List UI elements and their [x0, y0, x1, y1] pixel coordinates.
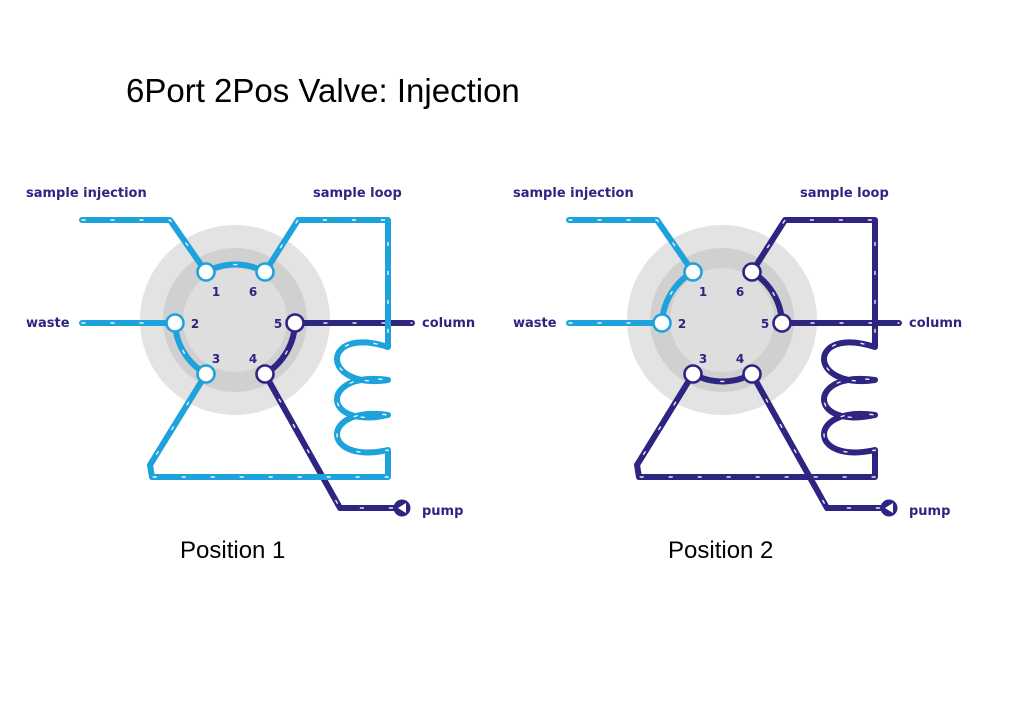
label-pump: pump — [909, 504, 950, 519]
port-4-circle — [742, 364, 762, 384]
sample-injection-line-flow — [81, 219, 207, 273]
port-4-number: 4 — [736, 352, 744, 366]
valve-channel-5-6-flow — [751, 271, 783, 324]
valve-channel-1-2-flow — [661, 271, 694, 324]
page-title: 6Port 2Pos Valve: Injection — [126, 72, 520, 109]
port-3-number: 3 — [699, 352, 707, 366]
pump-line — [749, 371, 884, 511]
label-sample-loop: sample loop — [800, 186, 889, 201]
port-1-circle — [196, 262, 216, 282]
port-5-circle — [285, 313, 305, 333]
port-3-number: 3 — [212, 352, 220, 366]
label-column: column — [422, 316, 475, 331]
position-1-caption: Position 1 — [180, 537, 286, 564]
label-column: column — [909, 316, 962, 331]
port-6-circle — [742, 262, 762, 282]
label-sample-injection: sample injection — [26, 186, 147, 201]
port-2-circle — [165, 313, 185, 333]
port-6-number: 6 — [249, 285, 257, 299]
valve-channel-3-4-flow — [692, 373, 753, 383]
port-4-number: 4 — [249, 352, 257, 366]
valve-diagram-svg-position-1: 1 2 3 4 5 6 sample injection sample loop waste co… — [26, 186, 475, 519]
sample-loop-line — [147, 217, 391, 480]
valve-diagram-svg-position-2: 1 2 3 4 5 6 sample injection sample loop waste co… — [513, 186, 962, 519]
label-waste: waste — [513, 316, 557, 331]
port-5-number: 5 — [761, 317, 769, 331]
label-waste: waste — [26, 316, 70, 331]
port-1-circle — [683, 262, 703, 282]
port-3-circle — [683, 364, 703, 384]
position-2-caption: Position 2 — [668, 537, 774, 564]
pump-line — [262, 371, 397, 511]
port-1-number: 1 — [212, 285, 220, 299]
valve-diagram-position-1: 1 2 3 4 5 6 sample injection sample loop waste co… — [20, 175, 490, 530]
port-5-circle — [772, 313, 792, 333]
valve-channel-2-3-flow — [174, 322, 207, 375]
port-6-number: 6 — [736, 285, 744, 299]
sample-loop-line — [634, 217, 878, 480]
label-pump: pump — [422, 504, 463, 519]
label-sample-loop: sample loop — [313, 186, 402, 201]
valve-channel-1-6-flow — [205, 263, 266, 273]
port-2-circle — [652, 313, 672, 333]
port-5-number: 5 — [274, 317, 282, 331]
valve-inner-disc — [183, 268, 287, 372]
valve-channel-4-5-flow — [264, 322, 296, 375]
pump-arrow-icon — [398, 503, 406, 513]
port-4-circle — [255, 364, 275, 384]
pump-arrow-icon — [885, 503, 893, 513]
valve-inner-disc — [670, 268, 774, 372]
port-2-number: 2 — [191, 317, 199, 331]
port-1-number: 1 — [699, 285, 707, 299]
port-6-circle — [255, 262, 275, 282]
valve-diagram-position-2: 1 2 3 4 5 6 sample injection sample loop waste co… — [507, 175, 977, 530]
sample-injection-line-flow — [568, 219, 694, 273]
port-2-number: 2 — [678, 317, 686, 331]
label-sample-injection: sample injection — [513, 186, 634, 201]
port-3-circle — [196, 364, 216, 384]
